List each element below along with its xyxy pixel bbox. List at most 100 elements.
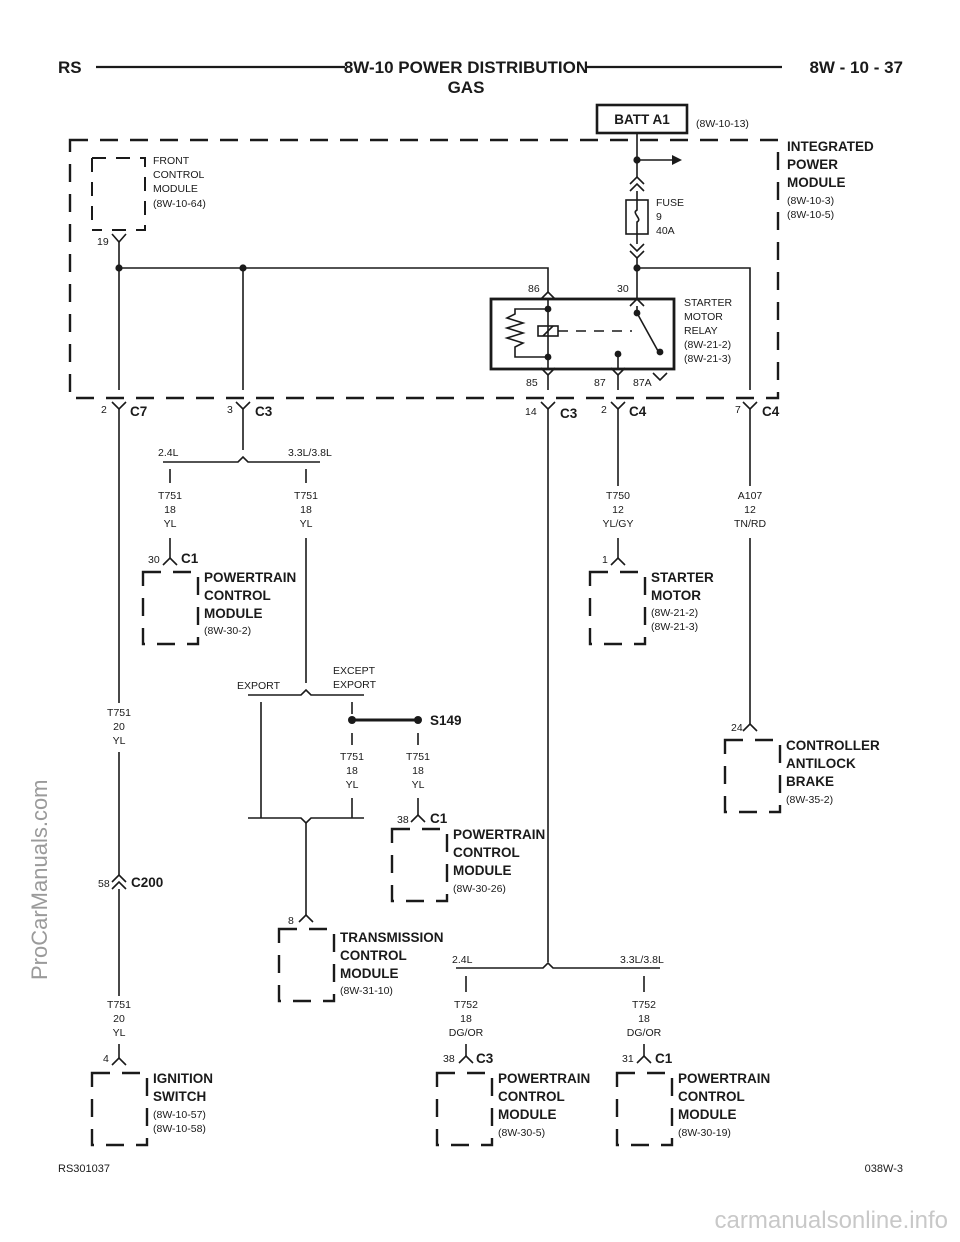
relay-ref2: (8W-21-3) [684,353,731,365]
wire-t751-b-circuit: T751 [107,999,131,1011]
fcm-line1: FRONT [153,155,190,167]
side-watermark: ProCarManuals.com [27,779,52,980]
batt-ref: (8W-10-13) [696,118,749,130]
c7-label: C7 [130,404,147,419]
pcm4-line1: POWERTRAIN [678,1071,770,1086]
relay-p87: 87 [594,377,606,389]
starter-line2: MOTOR [651,588,701,603]
cab-line1: CONTROLLER [786,738,880,753]
tcm-line2: CONTROL [340,948,407,963]
c200-pin: 58 [98,878,110,890]
cab-pin: 24 [731,722,743,734]
header-left: RS [58,58,82,77]
split-except-1: EXCEPT [333,665,376,677]
split-export: EXPORT [237,680,281,692]
wire-t752-b-gauge: 18 [638,1013,650,1025]
wire-t751-e-gauge: 18 [346,765,358,777]
fcm-line3: MODULE [153,183,198,195]
relay-p85: 85 [526,377,538,389]
ipm-line3: MODULE [787,175,846,190]
pcm3-box [435,1071,494,1147]
fuse-label: FUSE [656,197,684,209]
header-title: 8W-10 POWER DISTRIBUTION [344,58,588,77]
ipm-line1: INTEGRATED [787,139,874,154]
wire-t751-c-color: YL [164,518,177,530]
relay-box [489,297,676,371]
c200-label: C200 [131,875,163,890]
pcm2-line2: CONTROL [453,845,520,860]
pcm1-box [141,570,200,646]
fcm-box [92,157,146,231]
wire-a107-gauge: 12 [744,504,756,516]
starter-ref2: (8W-21-3) [651,621,698,633]
pcm1-conn: C1 [181,551,199,566]
resistor-icon [504,308,548,358]
pcm3-pin: 38 [443,1053,455,1065]
c4b-label: C4 [762,404,780,419]
relay-line1: STARTER [684,297,732,309]
pcm4-conn: C1 [655,1051,673,1066]
pcm2-line3: MODULE [453,863,512,878]
pcm4-box [615,1071,674,1147]
fcm-ref: (8W-10-64) [153,198,206,210]
wire-t751-b-gauge: 20 [113,1013,125,1025]
ign-box [90,1071,149,1147]
relay-p86: 86 [528,283,540,295]
wire-t751-a-circuit: T751 [107,707,131,719]
pcm1-line3: MODULE [204,606,263,621]
s149-label: S149 [430,713,462,728]
tcm-box [277,927,336,1003]
cab-line2: ANTILOCK [786,756,856,771]
pcm2-box [390,827,449,903]
ign-line2: SWITCH [153,1089,206,1104]
ign-ref1: (8W-10-57) [153,1109,206,1121]
wire-t751-b-color: YL [113,1027,126,1039]
fcm-pin-chevron [111,233,127,244]
c3b-pin: 14 [525,406,537,418]
ipm-line2: POWER [787,157,838,172]
pcm3-line1: POWERTRAIN [498,1071,590,1086]
tcm-pin: 8 [288,915,294,927]
fcm-pin: 19 [97,236,109,248]
relay-switch-icon [636,312,659,352]
split-b-right: 3.3L/3.8L [620,954,664,966]
pcm4-line2: CONTROL [678,1089,745,1104]
fcm-line2: CONTROL [153,169,204,181]
c4b-pin: 7 [735,404,741,416]
wire-a107-circuit: A107 [738,490,763,502]
relay-p30: 30 [617,283,629,295]
pcm4-ref: (8W-30-19) [678,1127,731,1139]
wire-a107-color: TN/RD [734,518,766,530]
pcm4-line3: MODULE [678,1107,737,1122]
ign-line1: IGNITION [153,1071,213,1086]
pcm2-ref: (8W-30-26) [453,883,506,895]
pcm2-line1: POWERTRAIN [453,827,545,842]
split-a-left: 2.4L [158,447,179,459]
wire-t752-b-color: DG/OR [627,1027,662,1039]
wire-t751-f-color: YL [412,779,425,791]
pcm3-ref: (8W-30-5) [498,1127,545,1139]
batt-label: BATT A1 [614,112,670,127]
wire-t751-e-color: YL [346,779,359,791]
tcm-line1: TRANSMISSION [340,930,444,945]
fuse-amp: 40A [656,225,675,237]
wire-t750-color: YL/GY [603,518,634,530]
starter-pin: 1 [602,554,608,566]
wire-t751-d-color: YL [300,518,313,530]
starter-box [588,570,647,646]
wire-t752-a-gauge: 18 [460,1013,472,1025]
arrow-icon [672,155,682,165]
pcm1-line2: CONTROL [204,588,271,603]
pcm2-conn: C1 [430,811,448,826]
cab-box [723,738,782,814]
footer-left: RS301037 [58,1163,110,1175]
c3a-label: C3 [255,404,273,419]
pcm1-ref: (8W-30-2) [204,625,251,637]
wire-t751-c-gauge: 18 [164,504,176,516]
ipm-box [68,138,780,400]
ign-pin: 4 [103,1053,109,1065]
wire-t752-b-circuit: T752 [632,999,656,1011]
starter-line1: STARTER [651,570,714,585]
c4a-pin: 2 [601,404,607,416]
